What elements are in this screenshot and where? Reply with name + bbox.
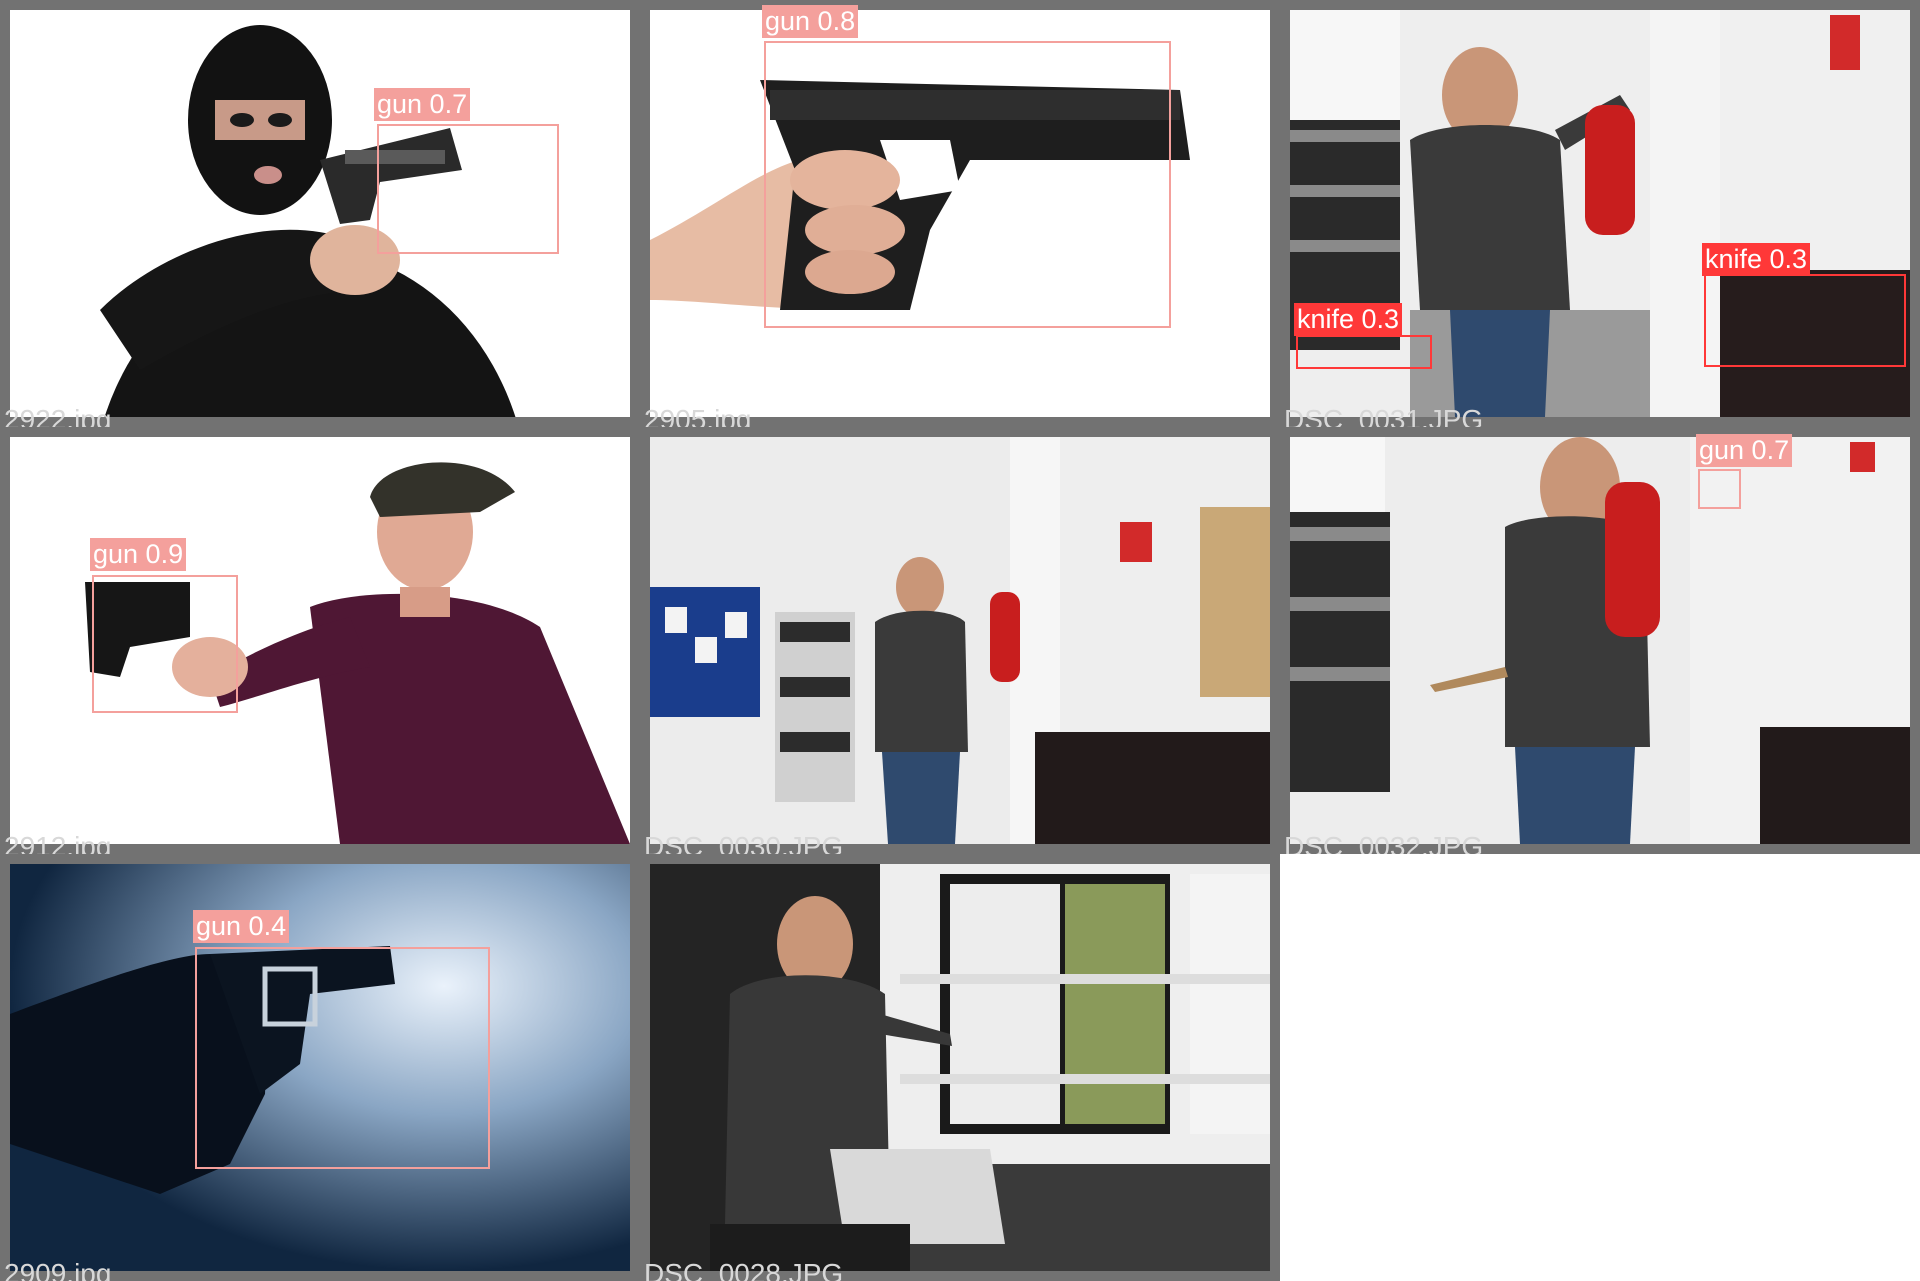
detection-label: knife 0.3 [1702,243,1811,276]
detection-label: gun 0.8 [762,5,859,38]
detection-label: gun 0.7 [1696,434,1793,467]
photo-man-near-extinguisher [1290,437,1910,844]
image-filename: 2922.jpg [4,404,112,427]
detection-box [1296,335,1432,369]
image-tile: knife 0.3 knife 0.3 DSC_0031.JPG [1280,0,1920,427]
photo-man-in-hallway [650,437,1270,844]
detection-label: knife 0.3 [1294,303,1403,336]
photo-man-at-window [650,864,1270,1271]
photo-hand-holding-pistol [650,10,1270,417]
detection-label: gun 0.4 [193,910,290,943]
detection-box [764,41,1171,328]
image-tile: gun 0.4 2909.jpg [0,854,640,1281]
image-tile: DSC_0028.JPG [640,854,1280,1281]
detection-box [195,947,490,1169]
image-filename: 2912.jpg [4,831,112,854]
image-filename: DSC_0031.JPG [1284,404,1484,427]
photo-man-with-extinguisher [1290,10,1910,417]
detection-box [377,124,559,254]
image-filename: DSC_0030.JPG [644,831,844,854]
image-filename: DSC_0032.JPG [1284,831,1484,854]
image-tile: DSC_0030.JPG [640,427,1280,854]
detection-box [1698,469,1741,509]
photo-woman-aiming-pistol [10,437,630,844]
image-tile: gun 0.9 2912.jpg [0,427,640,854]
image-filename: DSC_0028.JPG [644,1258,844,1281]
detection-label: gun 0.7 [374,88,471,121]
image-tile: gun 0.7 2922.jpg [0,0,640,427]
image-tile: gun 0.7 DSC_0032.JPG [1280,427,1920,854]
photo-revolver-silhouette [10,864,630,1271]
image-filename: 2909.jpg [4,1258,112,1281]
image-filename: 2905.jpg [644,404,752,427]
photo-masked-man-with-gun [10,10,630,417]
detection-box [92,575,238,713]
image-tile: gun 0.8 2905.jpg [640,0,1280,427]
detection-label: gun 0.9 [90,538,187,571]
detection-box [1704,274,1906,367]
